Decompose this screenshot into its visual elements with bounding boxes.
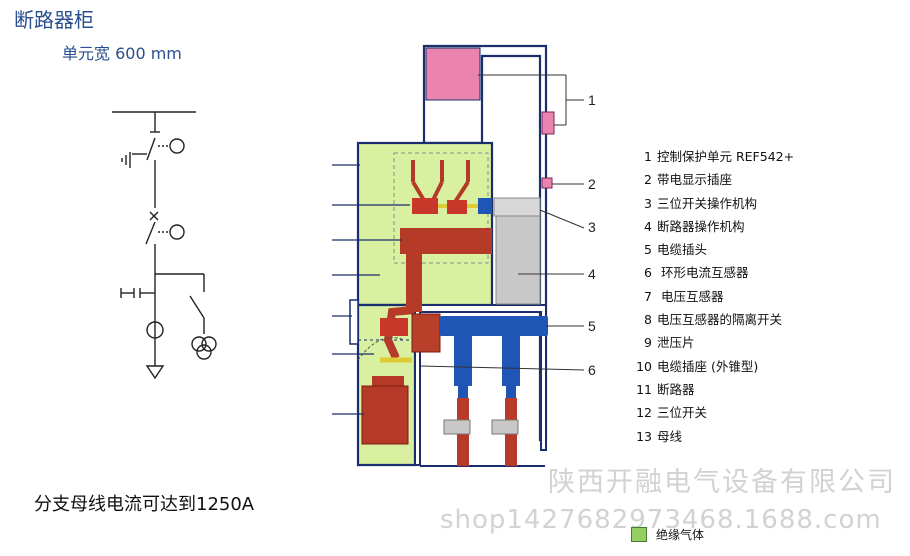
legend-number: 2: [644, 172, 652, 188]
legend-item: 3 三位开关操作机构: [636, 192, 794, 215]
left-leader-lines: [332, 164, 410, 415]
legend-text: 环形电流互感器: [657, 265, 749, 281]
motor-symbol: [169, 138, 185, 154]
legend-item: 7 电压互感器: [636, 285, 794, 308]
legend-item: 9 泄压片: [636, 331, 794, 354]
callout-4: 4: [588, 266, 596, 282]
motor-symbol-2: [169, 224, 185, 240]
legend-item: 11 断路器: [636, 378, 794, 401]
busbar-current-note: 分支母线电流可达到1250A: [34, 494, 255, 515]
legend-item: 5 电缆插头: [636, 238, 794, 261]
legend-number: 4: [644, 218, 652, 234]
cable-compartment-frame: [414, 304, 547, 466]
legend-number: 7: [644, 288, 652, 304]
legend-item: 8 电压互感器的隔离开关: [636, 308, 794, 331]
pressure-relief-plate: [349, 299, 359, 345]
disconnector-switch-symbol: [146, 137, 156, 161]
live-indicator-socket: [541, 177, 553, 189]
callout-2: 2: [588, 176, 596, 192]
legend-number: 13: [636, 428, 652, 444]
callout-3: 3: [588, 219, 596, 235]
current-transformer: [380, 318, 408, 336]
cable-clamp-right: [491, 419, 519, 435]
right-leader-lines: [419, 74, 585, 371]
legend-text: 断路器操作机构: [657, 218, 745, 234]
legend-item: 4 断路器操作机构: [636, 215, 794, 238]
gas-swatch: [631, 527, 647, 542]
callout-numbers: 1 2 3 4 5 6: [588, 92, 596, 378]
circuit-breaker-interrupter: [400, 228, 492, 254]
callout-1: 1: [588, 92, 596, 108]
legend-number: 1: [644, 149, 652, 164]
breaker-operating-mechanism: [495, 215, 541, 305]
cable-socket: [411, 313, 441, 353]
callout-5: 5: [588, 318, 596, 334]
legend-text: 电压互感器: [657, 288, 724, 304]
voltage-transformer: [361, 385, 409, 445]
watermark-company: 陕西开融电气设备有限公司: [548, 467, 896, 498]
legend-text: 电缆插头: [657, 242, 708, 258]
gas-key: 绝缘气体: [631, 526, 704, 543]
legend-number: 5: [644, 242, 652, 258]
cable-plugs: [440, 316, 548, 398]
legend-number: 8: [644, 312, 652, 328]
legend-number: 9: [644, 335, 652, 351]
legend-item: 2 带电显示插座: [636, 168, 794, 191]
watermark-url: shop1427682973468.1688.com: [440, 505, 882, 535]
cable-end-symbol: [145, 365, 165, 380]
gas-key-label: 绝缘气体: [656, 528, 705, 542]
legend-text: 三位开关操作机构: [657, 195, 758, 211]
legend-text: 三位开关: [657, 405, 708, 421]
legend-item: 13 母线: [636, 425, 794, 448]
switch-drive-coupling: [478, 198, 492, 214]
legend-number: 10: [636, 358, 652, 374]
single-line-schematic: [112, 111, 217, 380]
legend-item: 12 三位开关: [636, 401, 794, 424]
three-position-switch: [412, 198, 438, 214]
legend-text: 控制保护单元 REF542+: [657, 149, 795, 164]
legend-text: 断路器: [657, 381, 695, 397]
vt-disconnector-symbol: [189, 295, 205, 319]
legend-item: 10 电缆插座 (外锥型): [636, 355, 794, 378]
legend-text: 电缆插座 (外锥型): [657, 358, 759, 374]
breaker-gas-tank: [356, 141, 494, 307]
callout-6: 6: [588, 362, 596, 378]
legend-item: 6 环形电流互感器: [636, 261, 794, 284]
cabinet-cross-section: [332, 44, 585, 467]
page-title: 断路器柜: [14, 8, 94, 32]
switch-operating-mechanism: [493, 197, 541, 217]
unit-width-note: 单元宽 600 mm: [62, 44, 182, 63]
component-legend: 1 控制保护单元 REF542+ 2 带电显示插座 3 三位开关操作机构 4 断路器操作机构 5…: [636, 145, 794, 448]
legend-text: 电压互感器的隔离开关: [657, 312, 783, 328]
voltage-transformer-symbol: [191, 336, 207, 352]
legend-number: 11: [636, 381, 652, 397]
legend-number: 12: [636, 405, 652, 421]
circuit-breaker-symbol: [145, 221, 156, 245]
control-unit-door-part: [541, 111, 555, 135]
cable-clamp-left: [443, 419, 471, 435]
legend-item: 1 控制保护单元 REF542+: [636, 145, 794, 168]
legend-number: 6: [644, 265, 652, 281]
legend-text: 带电显示插座: [657, 172, 733, 188]
legend-number: 3: [644, 195, 652, 211]
control-protection-unit: [425, 47, 481, 101]
legend-text: 泄压片: [657, 335, 695, 351]
legend-text: 母线: [657, 428, 683, 444]
